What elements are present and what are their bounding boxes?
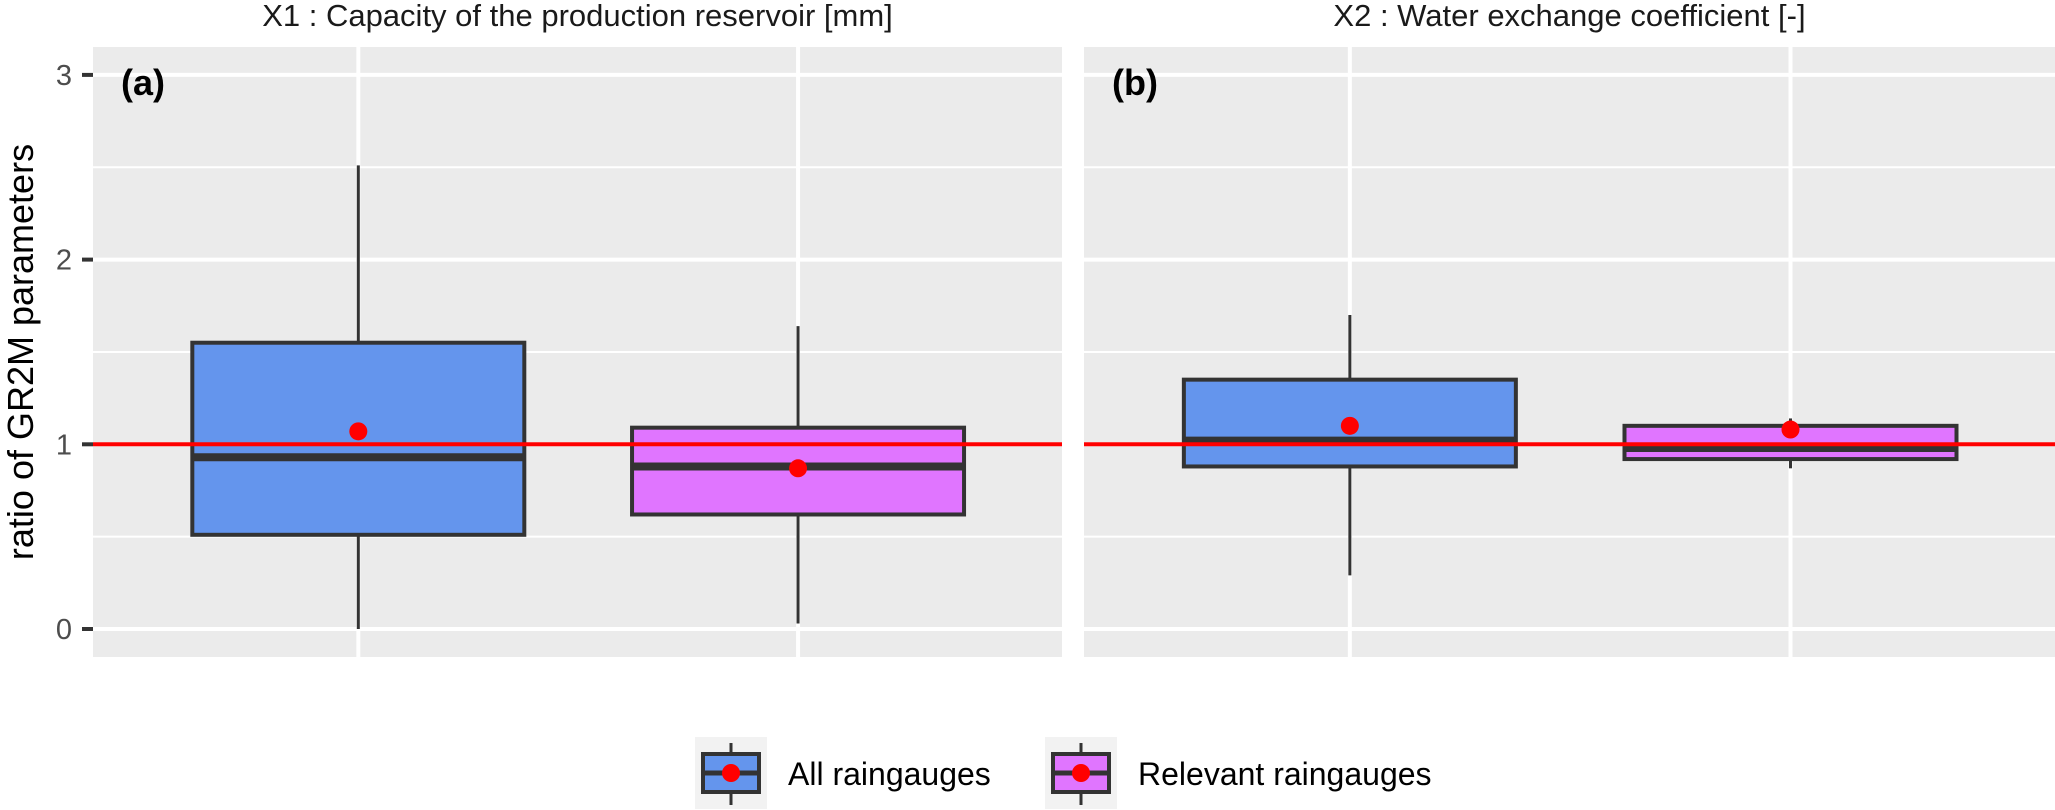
y-tick-label: 3 <box>56 60 72 92</box>
legend-key-mean <box>722 764 740 782</box>
legend: All raingauges Relevant raingauges <box>695 737 1432 809</box>
mean-point <box>349 422 368 441</box>
legend-label: Relevant raingauges <box>1138 756 1432 792</box>
mean-point <box>1781 420 1800 439</box>
panel-tag: (b) <box>1112 62 1158 103</box>
y-axis-title: ratio of GR2M parameters <box>0 144 41 560</box>
legend-label: All raingauges <box>788 756 991 792</box>
mean-point <box>1340 416 1359 435</box>
panel-title: X2 : Water exchange coefficient [-] <box>1333 0 1805 33</box>
panel-tag: (a) <box>121 62 165 103</box>
y-tick-label: 0 <box>56 614 72 646</box>
legend-item: All raingauges <box>695 737 991 809</box>
legend-key-mean <box>1072 764 1090 782</box>
mean-point <box>789 459 808 478</box>
y-axis-ticks: 0 1 2 3 <box>56 60 93 646</box>
panel-b: X2 : Water exchange coefficient [-] (b) <box>1084 0 2055 657</box>
y-tick-label: 2 <box>56 245 72 277</box>
y-tick-label: 1 <box>56 429 72 461</box>
panel-title: X1 : Capacity of the production reservoi… <box>262 0 893 33</box>
panel-a: X1 : Capacity of the production reservoi… <box>93 0 1062 657</box>
panels-layer: X1 : Capacity of the production reservoi… <box>93 0 2055 657</box>
legend-item: Relevant raingauges <box>1045 737 1432 809</box>
